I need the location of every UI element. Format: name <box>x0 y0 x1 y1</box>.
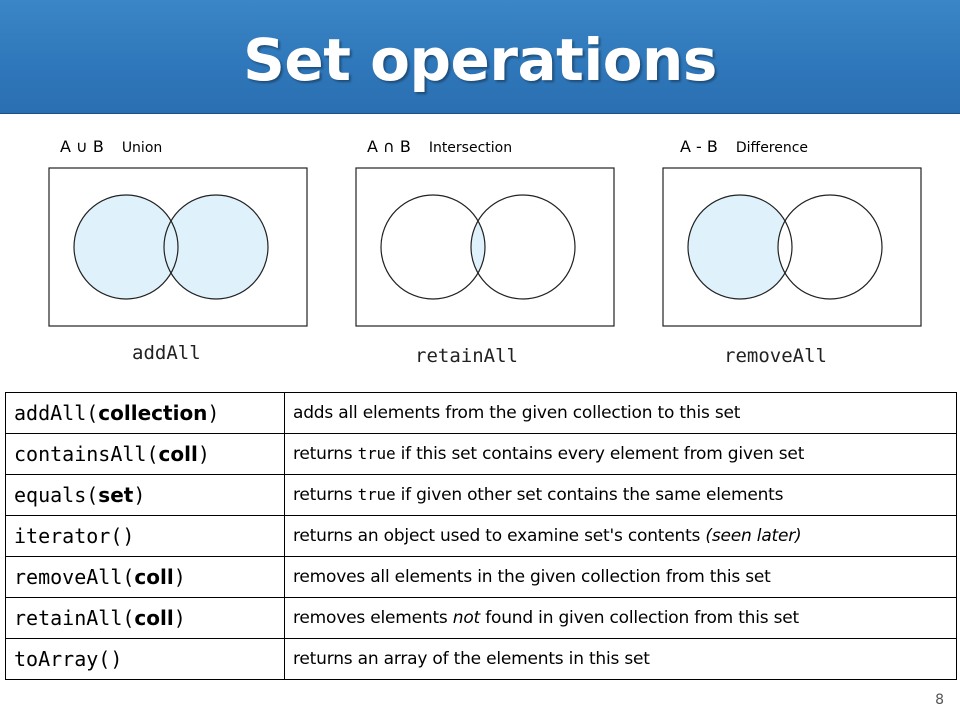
method-signature: retainAll(coll) <box>5 597 285 639</box>
union-circle-a <box>74 195 178 299</box>
union-outline-a <box>73 194 179 300</box>
table-row: equals(set) returns true if given other … <box>5 474 957 516</box>
intersection-outline-b <box>470 194 576 300</box>
method-signature: containsAll(coll) <box>5 433 285 475</box>
method-signature: addAll(collection) <box>5 392 285 434</box>
difference-symbol: A - B <box>680 137 718 156</box>
method-signature: toArray() <box>5 638 285 680</box>
method-signature: iterator() <box>5 515 285 557</box>
slide-title: Set operations <box>243 26 717 94</box>
method-description: returns true if this set contains every … <box>284 433 957 475</box>
intersection-method-label: retainAll <box>415 345 518 367</box>
page-number: 8 <box>935 692 944 708</box>
difference-fill <box>688 195 792 299</box>
difference-outline-b <box>777 194 883 300</box>
difference-word: Difference <box>735 140 809 156</box>
intersection-outline-a <box>380 194 486 300</box>
method-description: removes elements not found in given coll… <box>284 597 957 639</box>
intersection-symbol: A ∩ B <box>367 137 411 156</box>
table-row: toArray() returns an array of the elemen… <box>5 638 957 680</box>
method-description: returns an array of the elements in this… <box>284 638 957 680</box>
union-method-label: addAll <box>132 342 201 364</box>
difference-venn <box>662 167 922 327</box>
union-outline-b <box>163 194 269 300</box>
table-row: retainAll(coll) removes elements not fou… <box>5 597 957 639</box>
union-caption: A ∪ B Union <box>60 137 162 156</box>
difference-method-label: removeAll <box>724 345 827 367</box>
intersection-venn <box>355 167 615 327</box>
table-row: addAll(collection) adds all elements fro… <box>5 392 957 434</box>
union-circle-b <box>164 195 268 299</box>
difference-caption: A - B Difference <box>680 137 808 156</box>
intersection-word: Intersection <box>428 140 513 156</box>
method-description: returns true if given other set contains… <box>284 474 957 516</box>
method-signature: removeAll(coll) <box>5 556 285 598</box>
set-operations-table: addAll(collection) adds all elements fro… <box>5 392 957 680</box>
difference-outline-a <box>687 194 793 300</box>
title-bar: Set operations <box>0 0 960 114</box>
table-row: iterator() returns an object used to exa… <box>5 515 957 557</box>
method-signature: equals(set) <box>5 474 285 516</box>
method-description: returns an object used to examine set's … <box>284 515 957 557</box>
method-description: removes all elements in the given collec… <box>284 556 957 598</box>
intersection-caption: A ∩ B Intersection <box>367 137 512 156</box>
union-symbol: A ∪ B <box>60 137 104 156</box>
union-word: Union <box>121 140 163 156</box>
table-row: containsAll(coll) returns true if this s… <box>5 433 957 475</box>
table-row: removeAll(coll) removes all elements in … <box>5 556 957 598</box>
union-venn <box>48 167 308 327</box>
method-description: adds all elements from the given collect… <box>284 392 957 434</box>
